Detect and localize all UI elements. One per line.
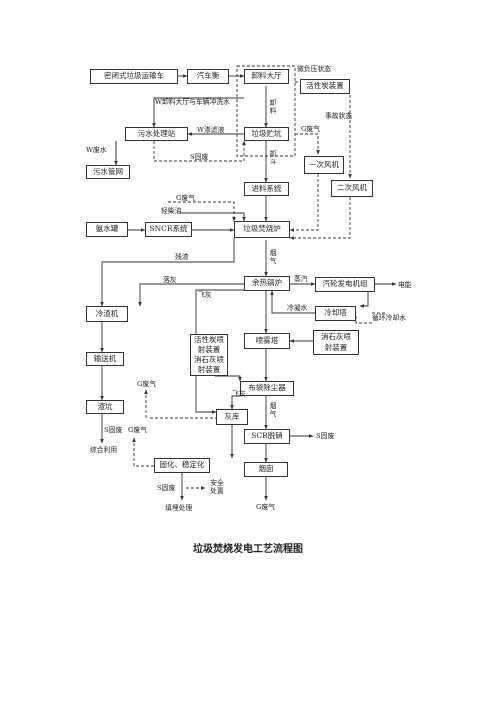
slag-pit-box: 渣坑 <box>86 400 124 414</box>
chimney-box: 烟囱 <box>244 462 288 477</box>
ac-lime-injector-box: 活性炭喷 射装置 消石灰喷 射装置 <box>190 334 228 376</box>
conveyor-box: 输送机 <box>86 352 124 366</box>
lime-injector-box: 消石灰喷 射装置 <box>313 330 359 355</box>
secondary-fan-box: 二次风机 <box>331 180 373 197</box>
feed-exhaust-label: G废气 <box>176 194 196 202</box>
wastewater-label: W废水 <box>86 146 107 154</box>
sludge-label: S固废 <box>190 153 209 161</box>
truck-scale-box: 汽车衡 <box>187 69 229 84</box>
final-exhaust-label: G废气 <box>256 503 276 511</box>
unload-material-label: 卸 料 <box>269 99 277 116</box>
steam-label: 蒸汽 <box>294 275 308 283</box>
ash-silo-box: 灰库 <box>216 409 248 425</box>
micro-negative-label: 微负压状态 <box>297 65 331 73</box>
spray-tower-box: 喷雾塔 <box>244 333 290 349</box>
ammonia-tank-label: 氨水罐 <box>95 224 119 234</box>
unloading-hall-label: 卸料大厅 <box>251 71 282 81</box>
utilization-label: 综合利用 <box>90 446 118 454</box>
fly-ash-label-2: 飞灰 <box>232 390 246 398</box>
waste-heat-boiler-box: 余热锅炉 <box>244 276 290 291</box>
leachate-label: W渗滤液 <box>197 126 225 134</box>
waste-heat-boiler-label: 余热锅炉 <box>252 278 282 288</box>
truck-scale-label: 汽车衡 <box>196 71 220 81</box>
chimney-label: 烟囱 <box>258 464 274 474</box>
flue-gas-label-1: 烟 气 <box>269 249 277 266</box>
slag-label: 残渣 <box>175 253 189 261</box>
slag-waste-label: S固废 <box>104 426 123 434</box>
electricity-label: 电能 <box>398 281 412 289</box>
secondary-fan-label: 二次风机 <box>337 183 367 193</box>
solidify-label: 固化、稳定化 <box>159 460 205 470</box>
scr-label: SCR脱硝 <box>251 431 283 441</box>
spray-tower-label: 喷雾塔 <box>255 335 279 345</box>
feeding-system-label: 进料系统 <box>251 183 282 193</box>
diesel-label: 轻柴油 <box>161 207 182 215</box>
sewage-station-box: 污水处理站 <box>125 127 188 141</box>
sealed-truck-box: 密闭式垃圾运输车 <box>90 69 178 84</box>
cooling-tower-label: 冷却塔 <box>324 308 347 318</box>
waste-pit-box: 垃圾贮坑 <box>244 127 289 141</box>
slag-exhaust-label: G废气 <box>137 380 157 388</box>
scr-waste-label: S固废 <box>316 432 335 440</box>
sewer-box: 污水管网 <box>86 165 130 179</box>
ammonia-tank-box: 氨水罐 <box>86 222 128 237</box>
primary-fan-label: 一次风机 <box>309 159 339 169</box>
slag-cooler-box: 冷渣机 <box>86 306 128 322</box>
solidify-box: 固化、稳定化 <box>154 458 210 473</box>
flue-gas-label-2: 烟 气 <box>269 402 277 419</box>
incinerator-label: 垃圾焚烧炉 <box>243 224 281 234</box>
solid-waste-label: S固废 <box>157 484 176 492</box>
ac-lime-injector-label: 活性炭喷 射装置 消石灰喷 射装置 <box>194 334 224 375</box>
sncr-box: SNCR系统 <box>145 222 192 237</box>
grab-label: 抓 斗 <box>269 150 277 167</box>
activated-carbon-label: 活性炭装置 <box>306 81 344 91</box>
landfill-label: 填埋处理 <box>165 504 193 512</box>
waste-pit-label: 垃圾贮坑 <box>251 128 282 138</box>
turbine-label: 汽轮发电机组 <box>322 279 368 289</box>
feeding-system-box: 进料系统 <box>244 182 289 196</box>
turbine-box: 汽轮发电机组 <box>315 277 375 292</box>
safe-disposal-label: 安全 处置 <box>210 479 224 496</box>
figure-caption: 垃圾焚烧发电工艺流程图 <box>193 544 303 555</box>
bag-filter-box: 布袋除尘器 <box>240 381 294 396</box>
sealed-truck-label: 密闭式垃圾运输车 <box>104 71 164 81</box>
primary-fan-box: 一次风机 <box>304 156 344 174</box>
ash-exhaust-label: G废气 <box>128 426 148 434</box>
circulating-water-label: 循环冷却水 <box>372 314 406 322</box>
bag-filter-label: 布袋除尘器 <box>248 383 286 393</box>
lime-injector-label: 消石灰喷 射装置 <box>321 332 351 352</box>
pit-exhaust-label: G废气 <box>301 125 321 133</box>
condensate-label: 冷凝水 <box>287 304 308 312</box>
fly-ash-label-1: 飞灰 <box>198 291 212 299</box>
unloading-hall-box: 卸料大厅 <box>244 69 289 84</box>
slag-pit-label: 渣坑 <box>97 401 113 411</box>
incinerator-box: 垃圾焚烧炉 <box>234 221 290 238</box>
ash-silo-label: 灰库 <box>224 411 240 421</box>
wash-water-label: W卸料大厅与车辆冲洗水 <box>155 98 230 106</box>
slag-cooler-label: 冷渣机 <box>95 308 119 318</box>
scr-box: SCR脱硝 <box>244 429 290 444</box>
accident-label: 事故状态 <box>325 112 353 120</box>
activated-carbon-box: 活性炭装置 <box>300 79 350 94</box>
cooling-tower-box: 冷却塔 <box>315 306 356 321</box>
sewage-station-label: 污水处理站 <box>137 128 176 138</box>
fall-ash-label: 落灰 <box>163 276 177 284</box>
conveyor-label: 输送机 <box>93 353 117 363</box>
sewer-label: 污水管网 <box>93 166 123 176</box>
sncr-label: SNCR系统 <box>149 224 188 234</box>
